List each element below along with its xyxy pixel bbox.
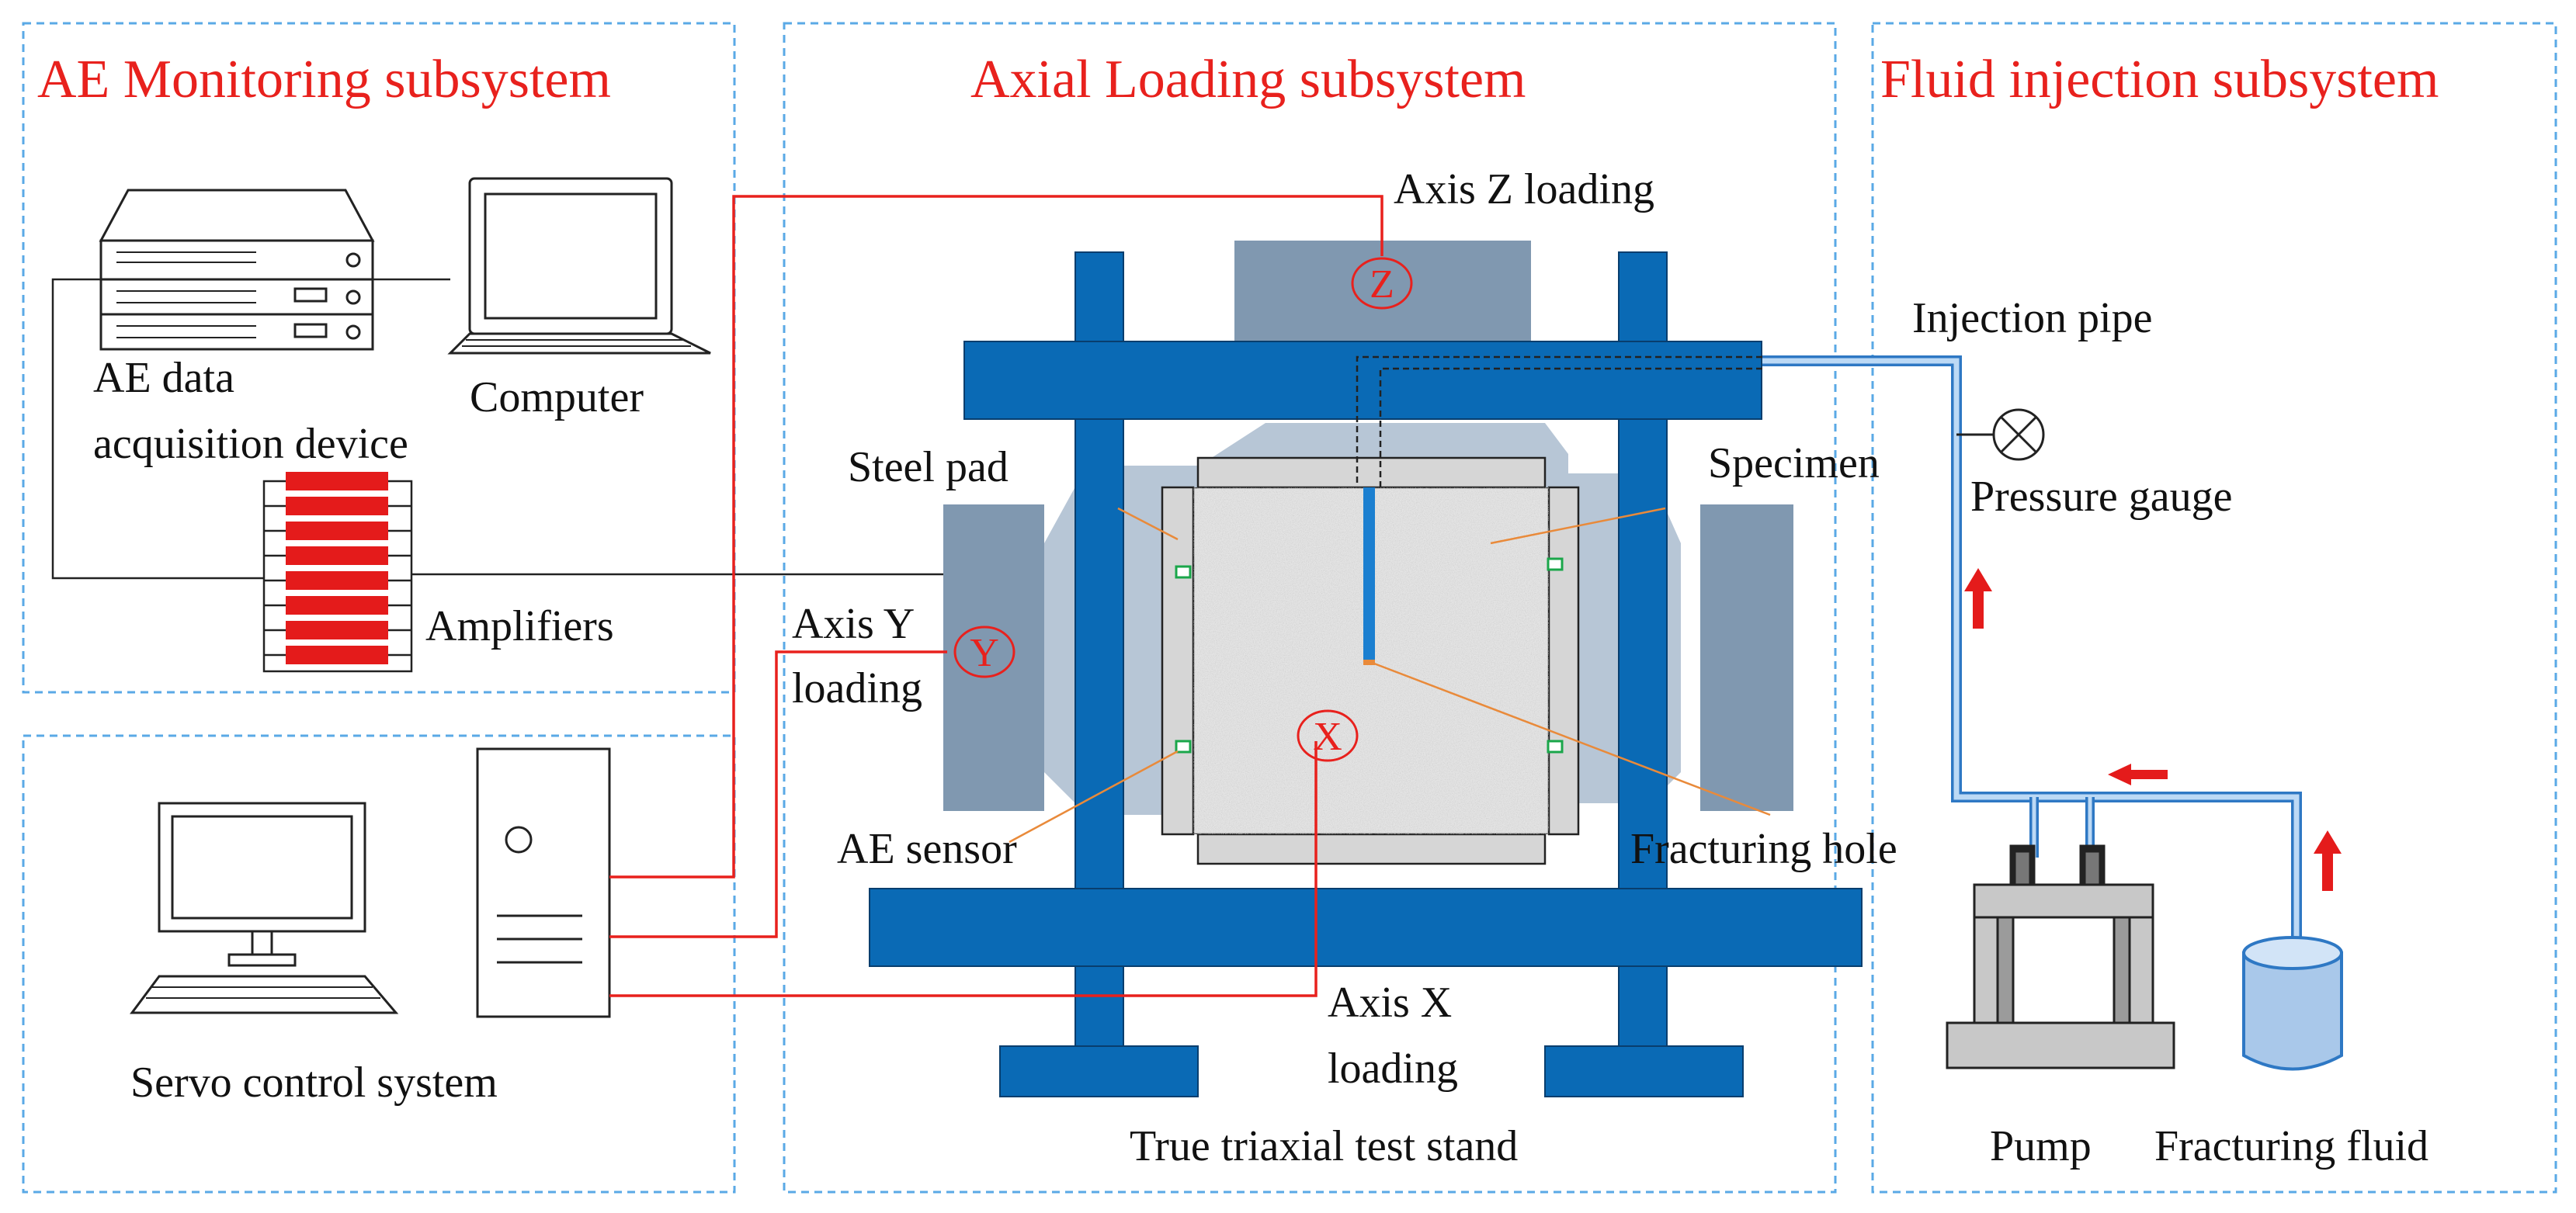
axis-y-marker <box>953 626 1015 678</box>
ae-sensor-label: AE sensor <box>837 825 1017 873</box>
steel-pad-bottom <box>1196 833 1547 865</box>
computer-label: Computer <box>470 373 644 421</box>
axial-loading-panel <box>783 22 1837 1194</box>
ae-data-label-line2: acquisition device <box>93 420 408 468</box>
ae-sensor <box>1547 557 1564 571</box>
y-loading-platen-left <box>943 504 1044 811</box>
flow-arrows <box>1964 568 2342 891</box>
test-stand-label: True triaxial test stand <box>1130 1122 1518 1170</box>
right-foot <box>1544 1045 1744 1097</box>
ae-sensor <box>1547 740 1564 754</box>
ae-sensor <box>1175 740 1192 754</box>
internal-pipe-path <box>1356 355 1762 487</box>
fluid-injection-title: Fluid injection subsystem <box>1880 50 2439 109</box>
steel-pad-label: Steel pad <box>848 443 1009 491</box>
axis-x-letter: X <box>1313 715 1342 759</box>
axial-loading-title: Axial Loading subsystem <box>970 50 1526 109</box>
axis-x-label-line2: loading <box>1328 1045 1458 1093</box>
fracturing-fluid-container <box>2242 936 2343 1071</box>
ae-data-label-line1: AE data <box>93 354 234 402</box>
labels: Axis Z loading Injection pipe AE data ac… <box>93 165 2428 1170</box>
ae-monitoring-title: AE Monitoring subsystem <box>37 50 611 109</box>
axis-y-letter: Y <box>970 631 999 675</box>
amplifiers-label: Amplifiers <box>425 602 614 650</box>
ae-sensor <box>1175 565 1192 579</box>
fluid-injection-panel <box>1871 22 2557 1194</box>
amplifiers <box>262 472 413 673</box>
fracturing-fluid-label: Fracturing fluid <box>2154 1122 2428 1170</box>
pressure-gauge <box>1956 408 2045 461</box>
computer-laptop <box>447 177 711 355</box>
steel-pad-top <box>1196 456 1547 489</box>
axis-z-letter: Z <box>1370 262 1394 307</box>
test-stand-frame <box>869 251 1863 1097</box>
ae-data-acquisition-device <box>99 189 375 351</box>
injection-pipe-label: Injection pipe <box>1912 294 2152 342</box>
left-foot <box>999 1045 1199 1097</box>
servo-desktop-computer <box>130 747 611 1018</box>
axis-x-marker <box>1297 709 1359 762</box>
fracturing-hole-label: Fracturing hole <box>1630 825 1897 873</box>
steel-pad-left <box>1161 486 1195 836</box>
axis-y-label-line1: Axis Y <box>792 600 915 648</box>
ae-sensors <box>1175 557 1564 754</box>
leader-lines <box>1009 507 1771 844</box>
servo-control-panel <box>22 734 736 1194</box>
y-loading-platen-right <box>1700 504 1793 811</box>
steel-pad-right <box>1547 486 1580 836</box>
axis-markers: Z Y X <box>953 257 1413 762</box>
servo-control-lines <box>609 195 1383 997</box>
servo-control-label: Servo control system <box>130 1059 498 1107</box>
flow-arrow-up <box>2314 830 2342 891</box>
bottom-crossbeam <box>869 888 1863 967</box>
flow-arrow-up <box>1964 568 1992 629</box>
axis-y-label-line2: loading <box>792 664 922 712</box>
top-crossbeam <box>963 341 1762 420</box>
pump-label: Pump <box>1990 1122 2092 1170</box>
flow-arrow-left <box>2108 764 2168 785</box>
axis-z-loading-label: Axis Z loading <box>1394 165 1654 213</box>
axis-z-marker <box>1351 257 1413 310</box>
axis-x-label-line1: Axis X <box>1328 979 1452 1027</box>
specimen-label: Specimen <box>1708 439 1880 487</box>
pressure-gauge-label: Pressure gauge <box>1970 473 2232 521</box>
fracturing-hole <box>1363 487 1375 662</box>
steel-pads <box>1161 456 1580 865</box>
pump <box>1946 844 2175 1069</box>
